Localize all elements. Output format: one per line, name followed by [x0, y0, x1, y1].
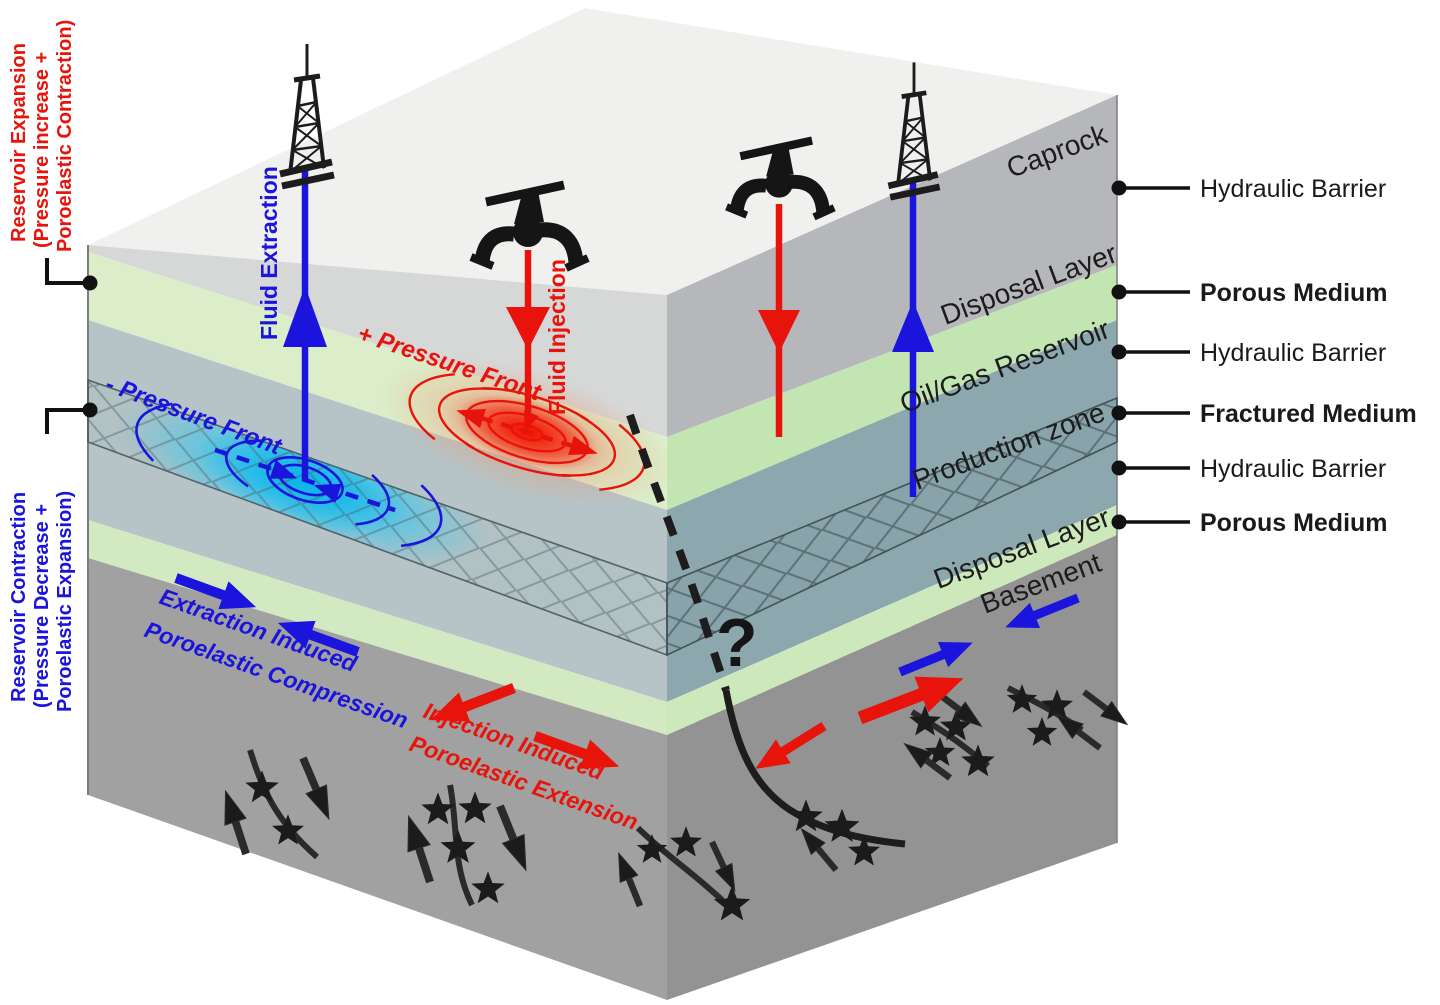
fault-solid-segment [722, 689, 906, 848]
legend-row: Hydraulic Barrier [1111, 339, 1386, 367]
extraction-arrowhead [283, 286, 327, 347]
fractured-medium-hatch [87, 378, 1118, 657]
right-face-layers [667, 95, 1117, 1000]
legend-label-hydraulic-barrier: Hydraulic Barrier [1200, 339, 1386, 367]
injection-arrowhead [758, 310, 800, 353]
legend-label-porous-medium: Porous Medium [1200, 279, 1388, 307]
fluid-injection-label: Fluid Injection [544, 259, 570, 415]
fault-question-mark: ? [716, 605, 758, 681]
svg-text:(Pressure increase +: (Pressure increase + [31, 52, 53, 248]
basement-side-face [88, 558, 667, 1000]
contraction-bracket [45, 408, 88, 434]
barrier-front-face [667, 442, 1117, 702]
leader-dot [1111, 180, 1127, 196]
seismicity-clusters [215, 684, 1133, 921]
basement-fault [626, 413, 906, 848]
reservoir-expansion-label: Reservoir Expansion (Pressure increase +… [8, 20, 98, 291]
earthquake-cluster-icon [610, 825, 751, 921]
leader-dot [1111, 460, 1127, 476]
leader-dot [1111, 284, 1127, 300]
leader-dot [1111, 514, 1127, 530]
svg-text:(Pressure Decrease +: (Pressure Decrease + [31, 504, 53, 708]
reservoir-contraction-label: Reservoir Contraction (Pressure Decrease… [8, 402, 98, 712]
earthquake-cluster-icon [1006, 684, 1133, 755]
disposal-front-face [667, 265, 1117, 510]
contraction-dot [82, 402, 98, 418]
legend-row: Porous Medium [1111, 279, 1388, 307]
expansion-dot [82, 275, 98, 291]
right-legend: Hydraulic Barrier Porous Medium Hydrauli… [1111, 175, 1417, 537]
injection-arrowhead [506, 307, 550, 350]
legend-label-porous-medium: Porous Medium [1200, 509, 1388, 537]
left-legend: Reservoir Expansion (Pressure increase +… [8, 20, 98, 712]
top-face [88, 8, 1117, 295]
leader-dot [1111, 405, 1127, 421]
expansion-bracket [45, 258, 88, 285]
legend-row: Porous Medium [1111, 509, 1388, 537]
svg-text:Reservoir Contraction: Reservoir Contraction [8, 492, 30, 702]
basement-front-face [667, 535, 1117, 1000]
svg-text:Poroelastic Contraction): Poroelastic Contraction) [54, 20, 76, 252]
extraction-arrowhead [892, 301, 934, 352]
legend-row: Hydraulic Barrier [1111, 455, 1386, 483]
leader-dot [1111, 344, 1127, 360]
svg-text:Poroelastic Expansion): Poroelastic Expansion) [54, 491, 76, 712]
fluid-extraction-label: Fluid Extraction [256, 166, 282, 340]
disposal2-side-face [88, 520, 667, 735]
fault-dashed-segment [626, 413, 730, 692]
legend-label-fractured-medium: Fractured Medium [1200, 400, 1417, 428]
earthquake-cluster-icon [398, 784, 537, 907]
svg-text:Reservoir Expansion: Reservoir Expansion [8, 43, 30, 242]
legend-label-hydraulic-barrier: Hydraulic Barrier [1200, 455, 1386, 483]
legend-row: Fractured Medium [1111, 400, 1417, 428]
wells [280, 44, 940, 497]
legend-label-hydraulic-barrier: Hydraulic Barrier [1200, 175, 1386, 203]
earthquake-cluster-icon [215, 749, 339, 857]
earthquake-cluster-icon [899, 684, 995, 785]
barrier-side-face [88, 442, 667, 702]
well-labels: Fluid Extraction Fluid Injection [256, 166, 570, 415]
reservoir-side-face [88, 320, 667, 583]
reservoir-front-face [667, 320, 1117, 583]
legend-row: Hydraulic Barrier [1111, 175, 1386, 203]
injection-tip-arrow [523, 410, 539, 432]
disposal2-front-face [667, 505, 1117, 735]
